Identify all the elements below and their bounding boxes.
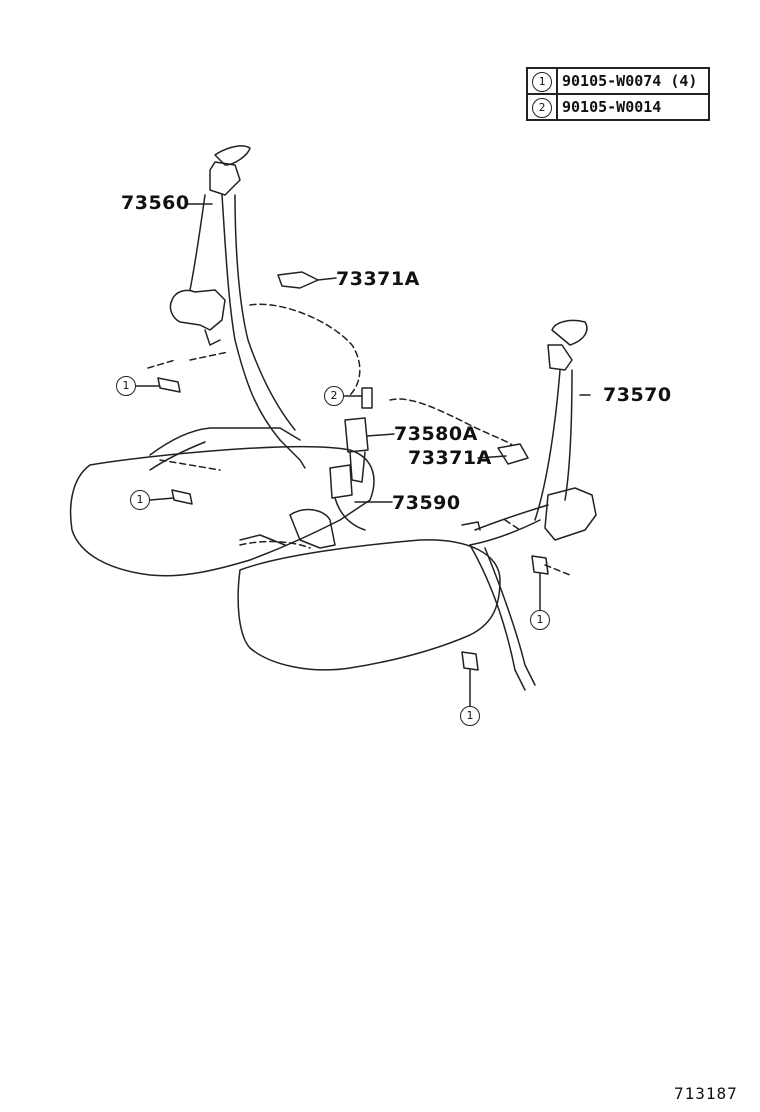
bolt-1-left-upper [157, 377, 181, 393]
label-73560: 73560 [121, 192, 190, 214]
callout-2-middle: 2 [324, 386, 344, 406]
left-seat-back [147, 303, 361, 396]
callout-1-right-lower: 1 [460, 706, 480, 726]
label-73580a: 73580A [394, 423, 478, 445]
legend-ref-1: 1 [526, 67, 558, 95]
label-73371a-mid: 73371A [408, 447, 492, 469]
buckle-73580A [344, 417, 369, 453]
buckle-73590 [329, 464, 353, 499]
bolt-1-right-lower [461, 651, 479, 671]
legend-ref-2: 2 [526, 93, 558, 121]
label-73570: 73570 [603, 384, 672, 406]
legend-code-2: 90105-W0014 [556, 93, 710, 121]
anchor-cover-mid [497, 443, 529, 465]
bolt-1-right-upper [531, 555, 549, 575]
callout-1-left-lower: 1 [130, 490, 150, 510]
right-seat-cushion [237, 539, 501, 671]
callout-1-right-upper: 1 [530, 610, 550, 630]
left-retractor [169, 289, 226, 331]
label-73371a-top: 73371A [336, 268, 420, 290]
right-retractor [544, 487, 597, 541]
legend-row: 1 90105-W0074 (4) [526, 67, 710, 95]
bolt-2-middle [361, 387, 373, 409]
left-seat-cushion [69, 445, 375, 577]
legend-row: 2 90105-W0014 [526, 93, 710, 121]
legend-table: 1 90105-W0074 (4) 2 90105-W0014 [526, 67, 710, 121]
callout-1-left-upper: 1 [116, 376, 136, 396]
illustration-number: 713187 [674, 1084, 738, 1103]
anchor-cover-top [277, 271, 319, 289]
label-73590: 73590 [392, 492, 461, 514]
right-belt-top [551, 319, 588, 346]
legend-code-1: 90105-W0074 (4) [556, 67, 710, 95]
bolt-1-left-lower [171, 489, 193, 505]
